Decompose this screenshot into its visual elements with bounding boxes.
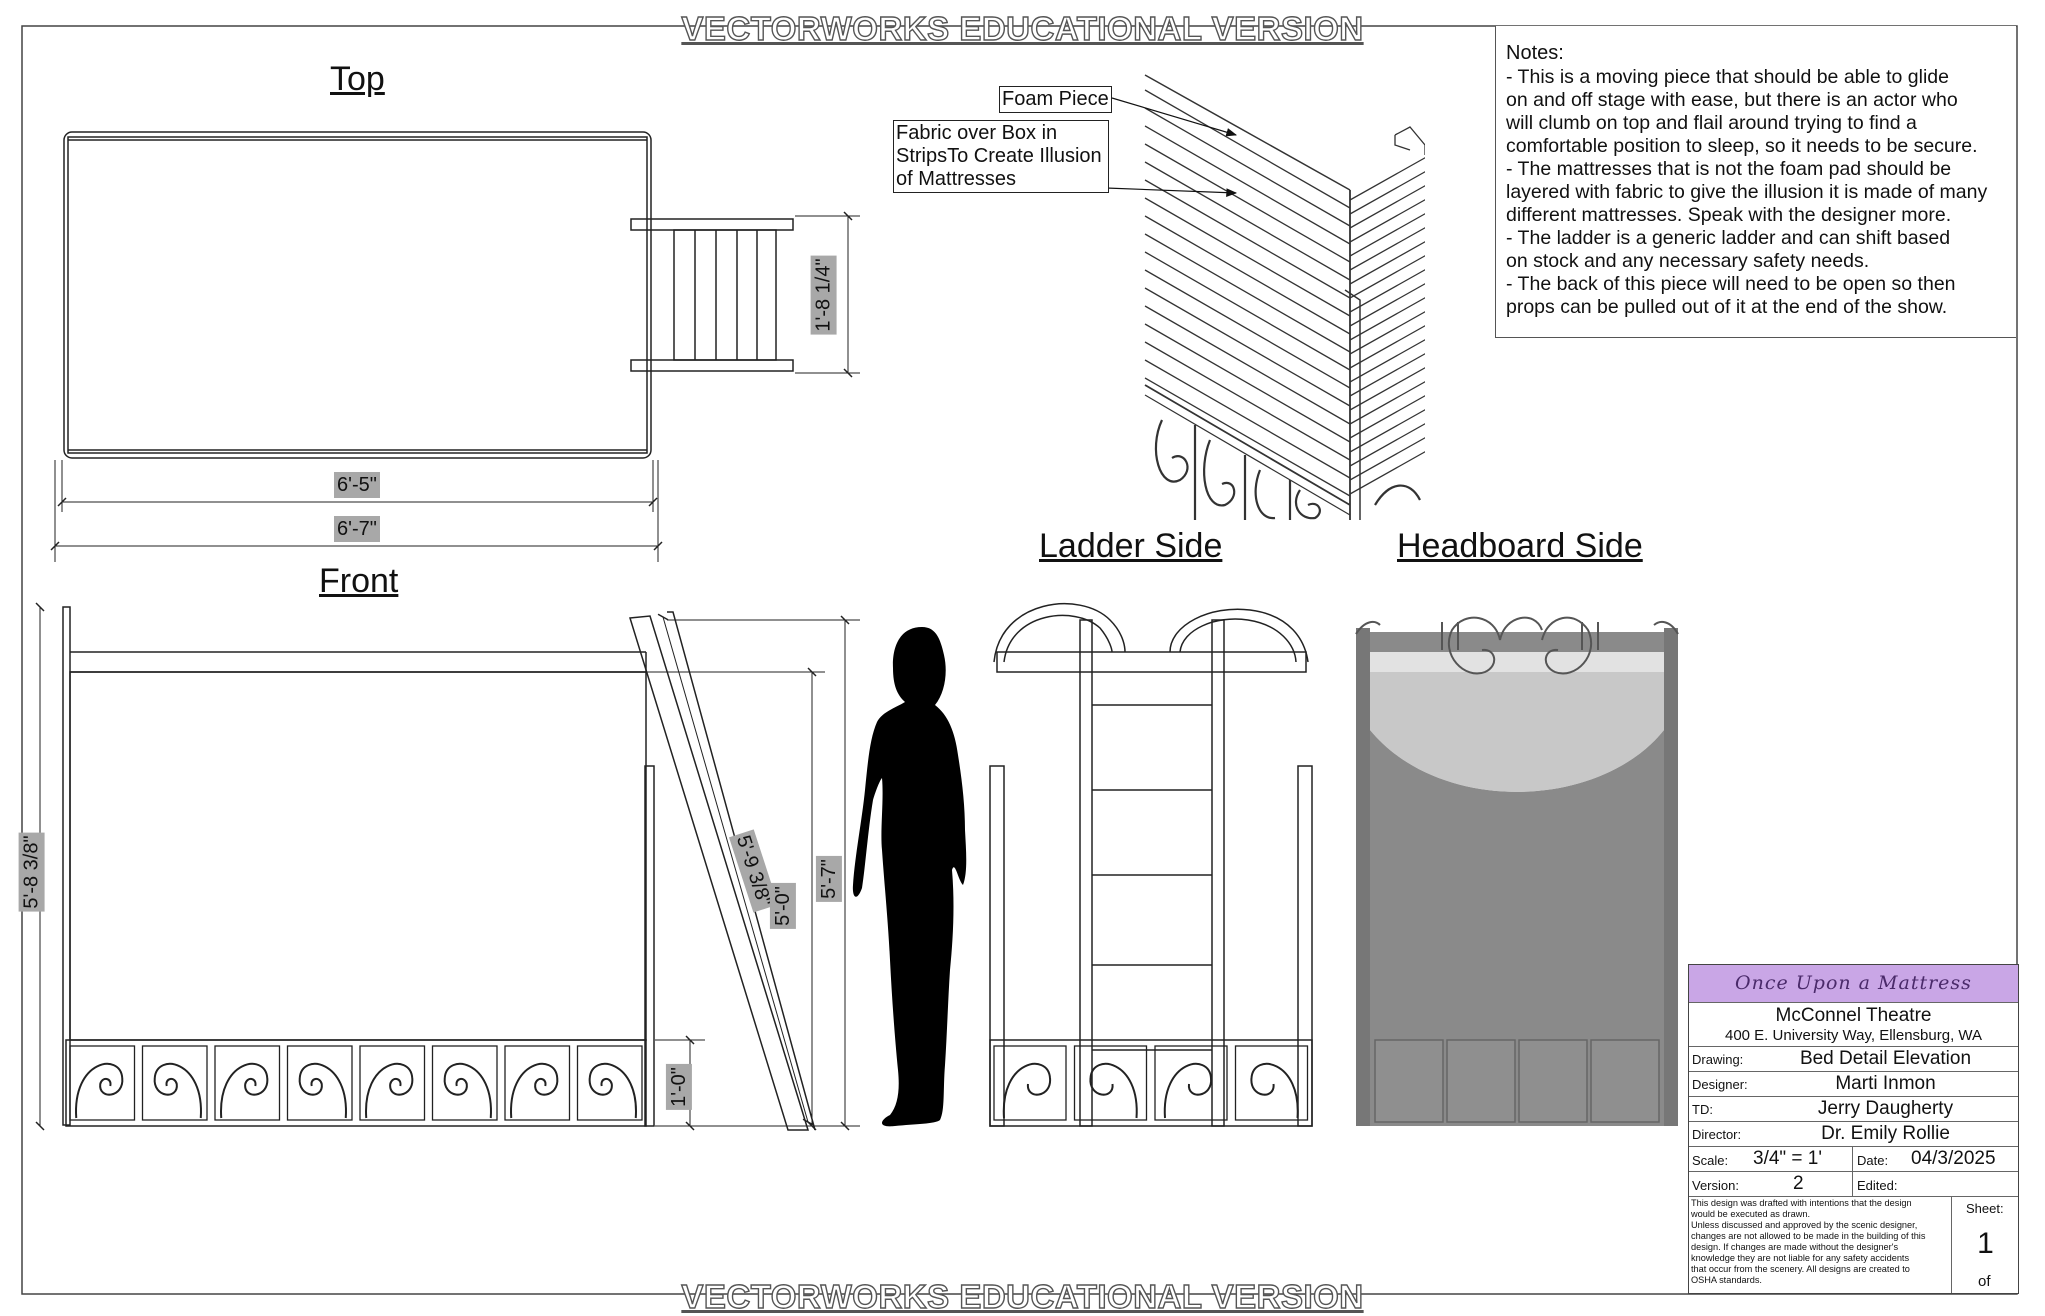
- notes-line: - This is a moving piece that should be …: [1506, 66, 1949, 88]
- tb-designer-label: Designer:: [1692, 1077, 1748, 1092]
- tb-scale-row: Scale: 3/4" = 1' Date: 04/3/2025: [1689, 1147, 2018, 1172]
- view-title-top: Top: [330, 60, 385, 98]
- watermark-bottom: VECTORWORKS EDUCATIONAL VERSION: [681, 1277, 1364, 1315]
- dim-ladder-width: 1'-8 1/4": [810, 255, 837, 335]
- tb-scale: 3/4" = 1': [1753, 1148, 1823, 1169]
- tb-disclaimer-line: This design was drafted with intentions …: [1691, 1198, 1912, 1208]
- isometric-view: [1144, 74, 1425, 520]
- notes-line: - The ladder is a generic ladder and can…: [1506, 227, 1951, 249]
- tb-disclaimer-line: OSHA standards.: [1691, 1275, 1762, 1285]
- notes-line: different mattresses. Speak with the des…: [1506, 204, 1952, 226]
- dim-front-total-height: 5'-8 3/8": [18, 832, 45, 912]
- tb-date-label: Date:: [1857, 1153, 1889, 1168]
- dim-mattress-height: 5'-0": [769, 883, 796, 929]
- tb-scale-label: Scale:: [1692, 1153, 1729, 1168]
- tb-version: 2: [1793, 1173, 1804, 1194]
- tb-sheet: Sheet: 1 of: [1951, 1197, 2019, 1293]
- notes-line: layered with fabric to give the illusion…: [1506, 181, 1988, 203]
- foam-leader: [1111, 97, 1238, 137]
- tb-version-row: Version: 2 Edited:: [1689, 1172, 2018, 1197]
- tb-director-row: Director: Dr. Emily Rollie: [1689, 1122, 2018, 1147]
- ladder-side-view: [989, 602, 1313, 1127]
- tb-disclaimer: This design was drafted with intentions …: [1689, 1197, 1951, 1293]
- notes-line: - The back of this piece will need to be…: [1506, 273, 1956, 295]
- tb-show-name: Once Upon a Mattress: [1689, 965, 2018, 1003]
- tb-address: 400 E. University Way, Ellensburg, WA: [1724, 1027, 1983, 1044]
- tb-disclaimer-line: design. If changes are made without the …: [1691, 1242, 1899, 1252]
- headboard-side-view: [1355, 616, 1679, 1126]
- tb-sheet-label: Sheet:: [1966, 1201, 2004, 1216]
- notes-box: Notes: - This is a moving piece that sho…: [1495, 26, 2016, 338]
- tb-disclaimer-line: Unless discussed and approved by the sce…: [1691, 1220, 1918, 1230]
- notes-line: - The mattresses that is not the foam pa…: [1506, 158, 1952, 180]
- tb-disclaimer-line: would be executed as drawn.: [1691, 1209, 1811, 1219]
- tb-venue: McConnel Theatre: [1775, 1005, 1932, 1026]
- tb-designer: Marti Inmon: [1835, 1073, 1936, 1094]
- notes-line: comfortable position to sleep, so it nee…: [1506, 135, 1978, 157]
- callout-fabric: Fabric over Box in StripsTo Create Illus…: [893, 120, 1109, 193]
- tb-td: Jerry Daugherty: [1817, 1098, 1954, 1119]
- view-title-ladder-side: Ladder Side: [1039, 527, 1223, 565]
- dim-top-outer-width: 6'-7": [334, 516, 380, 542]
- tb-drawing-row: Drawing: Bed Detail Elevation: [1689, 1047, 2018, 1072]
- tb-version-label: Version:: [1692, 1178, 1739, 1193]
- callout-foam-piece: Foam Piece: [999, 86, 1112, 113]
- dim-base-height: 1'-0": [665, 1064, 692, 1110]
- dim-top-inner-width: 6'-5": [334, 472, 380, 498]
- tb-disclaimer-line: that occur from the scenery. All designs…: [1691, 1264, 1910, 1274]
- tb-date: 04/3/2025: [1911, 1148, 1996, 1169]
- tb-drawing: Bed Detail Elevation: [1799, 1048, 1972, 1069]
- title-block: Once Upon a Mattress McConnel Theatre 40…: [1688, 964, 2019, 1294]
- view-title-front: Front: [319, 562, 399, 600]
- view-title-headboard-side: Headboard Side: [1397, 527, 1643, 565]
- tb-drawing-label: Drawing:: [1692, 1052, 1744, 1067]
- tb-sheet-number: 1: [1977, 1227, 1994, 1260]
- callout-fabric-line: StripsTo Create Illusion: [896, 145, 1102, 167]
- tb-disclaimer-line: knowledge they are not liable for any sa…: [1691, 1253, 1910, 1263]
- front-view: [35, 602, 860, 1131]
- notes-line: on and off stage with ease, but there is…: [1506, 89, 1958, 111]
- notes-line: on stock and any necessary safety needs.: [1506, 250, 1870, 272]
- callout-fabric-line: of Mattresses: [896, 168, 1017, 190]
- dim-overall-height: 5'-7": [815, 856, 842, 902]
- tb-director: Dr. Emily Rollie: [1821, 1123, 1950, 1144]
- notes-line: will clumb on top and flail around tryin…: [1506, 112, 1917, 134]
- tb-td-label: TD:: [1692, 1102, 1713, 1117]
- top-view: [50, 131, 860, 562]
- tb-venue-row: McConnel Theatre 400 E. University Way, …: [1689, 1003, 2018, 1047]
- fabric-leader: [1105, 187, 1238, 197]
- notes-line: props can be pulled out of it at the end…: [1506, 296, 1948, 318]
- tb-disclaimer-line: changes are not allowed to be made in th…: [1691, 1231, 1926, 1241]
- tb-director-label: Director:: [1692, 1127, 1742, 1142]
- human-scale-silhouette: [852, 627, 967, 1127]
- tb-of-label: of: [1978, 1273, 1991, 1290]
- notes-title: Notes:: [1506, 42, 1564, 64]
- tb-td-row: TD: Jerry Daugherty: [1689, 1097, 2018, 1122]
- callout-fabric-line: Fabric over Box in: [896, 122, 1058, 144]
- tb-designer-row: Designer: Marti Inmon: [1689, 1072, 2018, 1097]
- watermark-top: VECTORWORKS EDUCATIONAL VERSION: [681, 9, 1364, 47]
- sheet-border: [21, 25, 2018, 1295]
- tb-edited-label: Edited:: [1857, 1178, 1898, 1193]
